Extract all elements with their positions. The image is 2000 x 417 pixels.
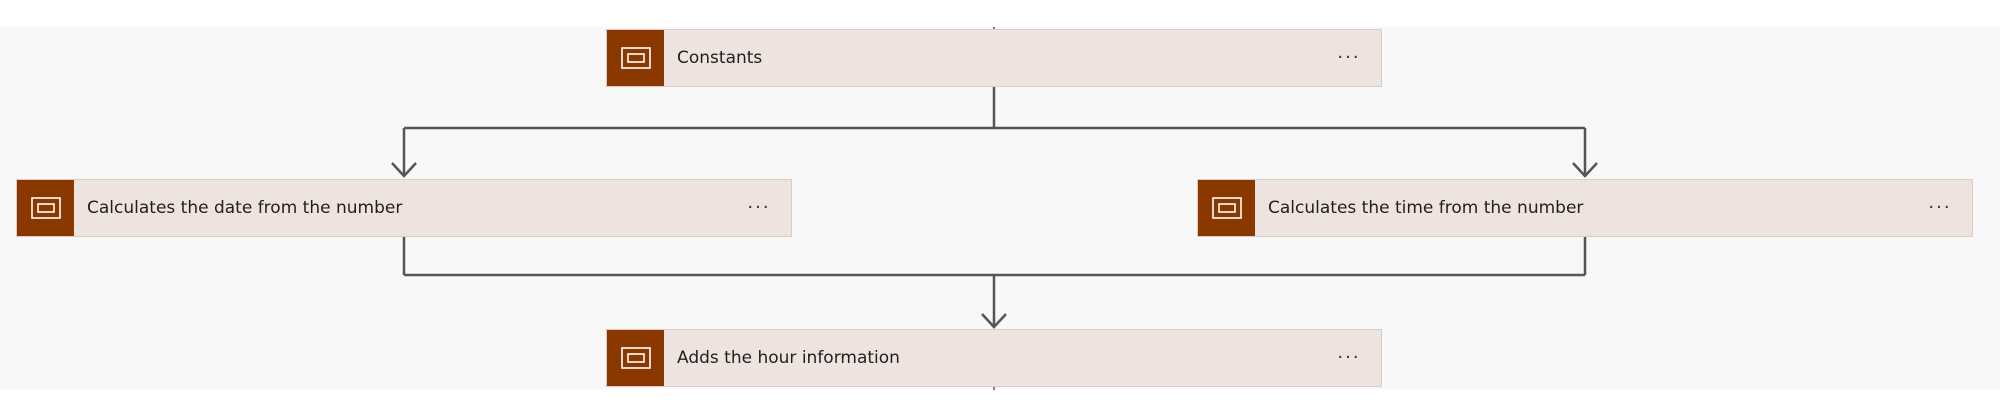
action-icon-box [1198, 180, 1255, 236]
action-card-constants[interactable]: Constants ··· [606, 29, 1382, 87]
arrow-left-down [391, 162, 417, 178]
action-icon-box [17, 180, 74, 236]
action-frame-icon [620, 47, 651, 69]
action-icon-box [607, 30, 664, 86]
action-title: Calculates the date from the number [87, 198, 403, 218]
action-icon-box [607, 330, 664, 386]
arrow-bottom-down [981, 313, 1007, 329]
action-title: Adds the hour information [677, 348, 900, 368]
action-title: Calculates the time from the number [1268, 198, 1584, 218]
action-frame-icon [620, 347, 651, 369]
action-title: Constants [677, 48, 763, 68]
more-options-button[interactable]: ··· [1337, 47, 1361, 68]
action-frame-icon [30, 197, 61, 219]
action-card-calculate-time[interactable]: Calculates the time from the number ··· [1197, 179, 1973, 237]
more-options-button[interactable]: ··· [747, 197, 771, 218]
more-options-button[interactable]: ··· [1928, 197, 1952, 218]
action-frame-icon [1211, 197, 1242, 219]
arrow-right-down [1572, 162, 1598, 178]
action-card-calculate-date[interactable]: Calculates the date from the number ··· [16, 179, 792, 237]
action-card-add-hour[interactable]: Adds the hour information ··· [606, 329, 1382, 387]
more-options-button[interactable]: ··· [1337, 347, 1361, 368]
